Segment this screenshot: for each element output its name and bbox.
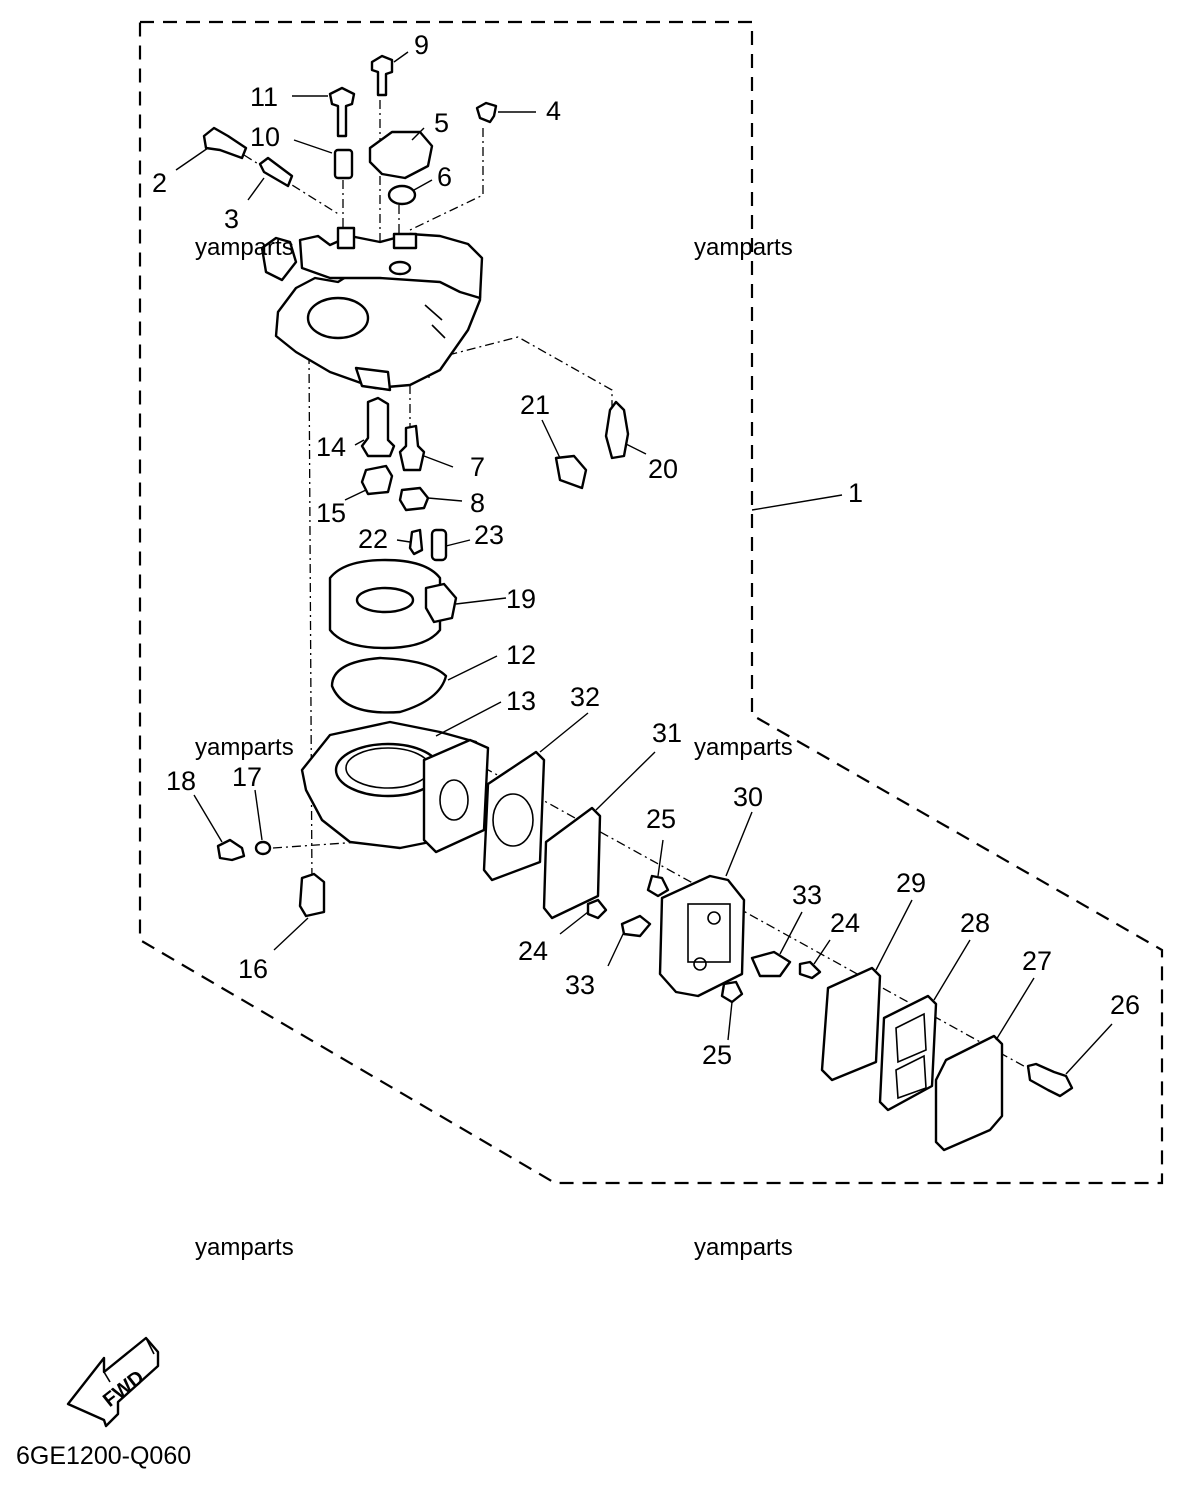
- callout-26: 26: [1110, 990, 1141, 1020]
- callout-24: 24: [830, 908, 861, 938]
- callout-7: 7: [470, 452, 486, 482]
- callout-30: 30: [733, 782, 764, 812]
- callout-14: 14: [316, 432, 347, 462]
- top-hardware: [202, 54, 498, 206]
- leader-lines: [175, 51, 1113, 1075]
- callout-23: 23: [474, 520, 505, 550]
- callout-22: 22: [358, 524, 389, 554]
- float-and-gasket: [328, 558, 458, 714]
- callout-21: 21: [520, 390, 551, 420]
- fuel-pump: [586, 874, 822, 1004]
- jets-and-needle: [360, 396, 630, 562]
- watermark: yamparts: [694, 1234, 793, 1261]
- callout-32: 32: [570, 682, 601, 712]
- pump-cover-set: [820, 966, 1074, 1152]
- assembly-boundary: [138, 20, 1164, 1185]
- callout-19: 19: [506, 584, 537, 614]
- callout-11: 11: [250, 82, 279, 112]
- drain-screw: [216, 838, 272, 862]
- callout-31: 31: [652, 718, 683, 748]
- callout-33: 33: [565, 970, 596, 1000]
- callout-29: 29: [896, 868, 927, 898]
- callout-17: 17: [232, 762, 263, 792]
- callout-15: 15: [316, 498, 347, 528]
- callout-10: 10: [250, 122, 281, 152]
- diagram-part-code: 6GE1200-Q060: [16, 1442, 192, 1470]
- callout-13: 13: [506, 686, 537, 716]
- callout-4: 4: [546, 96, 562, 126]
- callout-16: 16: [238, 954, 269, 984]
- watermark: yamparts: [195, 734, 294, 761]
- callout-18: 18: [166, 766, 197, 796]
- callout-20: 20: [648, 454, 679, 484]
- watermark: yamparts: [195, 234, 294, 261]
- callout-25: 25: [702, 1040, 733, 1070]
- watermark: yamparts: [694, 734, 793, 761]
- callout-24: 24: [518, 936, 549, 966]
- callout-12: 12: [506, 640, 537, 670]
- callout-27: 27: [1022, 946, 1053, 976]
- callout-9: 9: [414, 30, 430, 60]
- float-bowl: [298, 720, 490, 918]
- callout-3: 3: [224, 204, 240, 234]
- callout-5: 5: [434, 108, 450, 138]
- callout-28: 28: [960, 908, 991, 938]
- watermark: yamparts: [694, 234, 793, 261]
- callout-6: 6: [437, 162, 453, 192]
- gaskets-rear: [482, 750, 602, 920]
- watermark: yamparts: [195, 1234, 294, 1261]
- callout-33: 33: [792, 880, 823, 910]
- callout-1: 1: [848, 478, 864, 508]
- carburetor-body: [260, 226, 484, 392]
- fwd-arrow-icon: FWD: [66, 1336, 160, 1428]
- callout-2: 2: [152, 168, 168, 198]
- callout-8: 8: [470, 488, 486, 518]
- callout-25: 25: [646, 804, 677, 834]
